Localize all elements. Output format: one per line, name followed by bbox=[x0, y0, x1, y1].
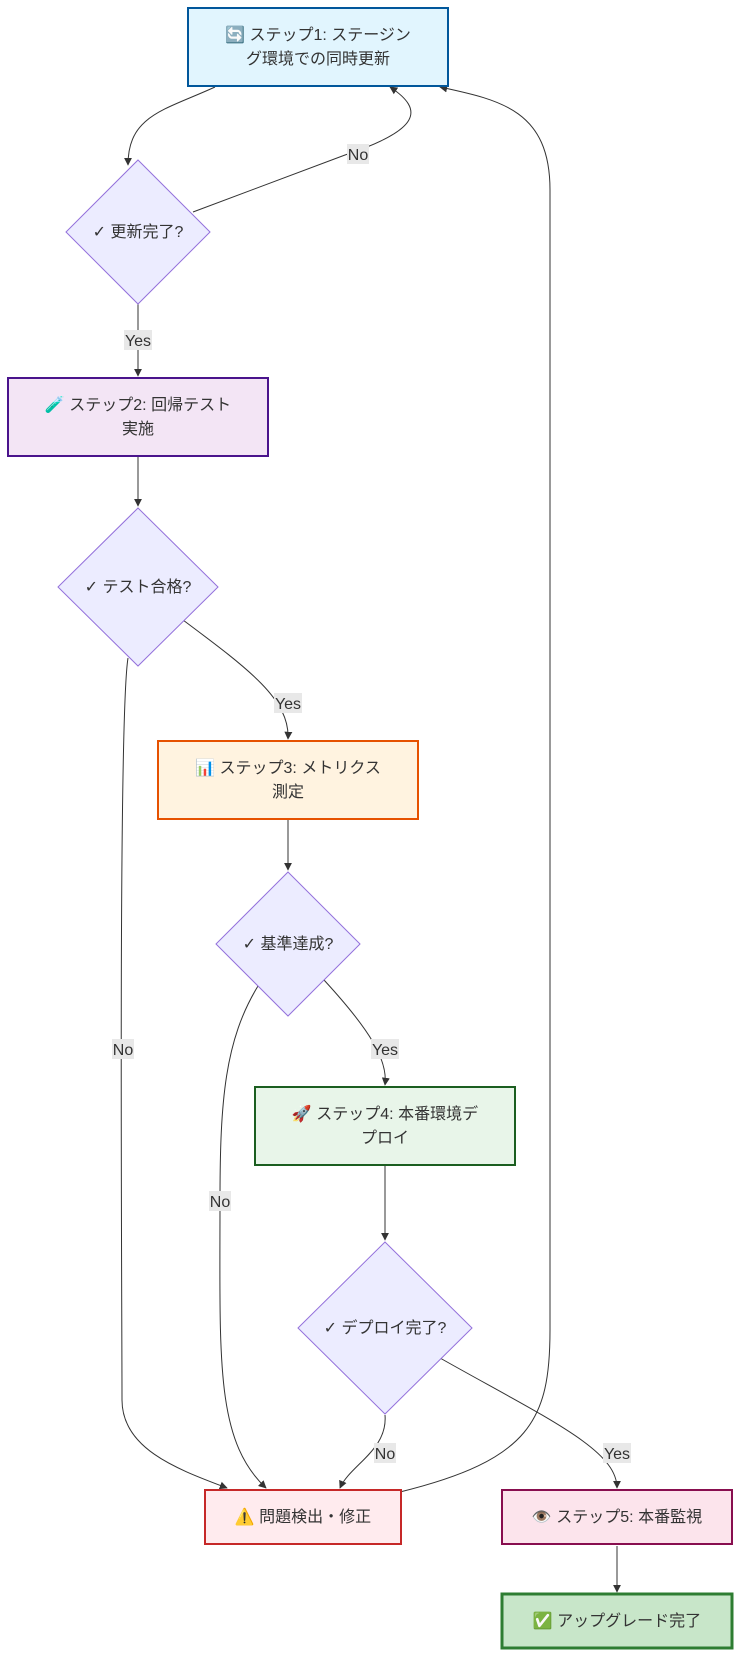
node-step4-label-line2: プロイ bbox=[361, 1129, 409, 1147]
node-step1-box bbox=[188, 8, 448, 86]
svg-text:Yes: Yes bbox=[275, 696, 301, 713]
edge-label-check2-no: No bbox=[112, 1039, 134, 1059]
node-check2-test-passed[interactable]: ✓ テスト合格? bbox=[57, 507, 219, 667]
node-check3-criteria-met[interactable]: ✓ 基準達成? bbox=[215, 871, 361, 1017]
node-check4-deploy-complete[interactable]: ✓ デプロイ完了? bbox=[297, 1241, 473, 1415]
node-check4-label: ✓ デプロイ完了? bbox=[324, 1318, 447, 1337]
edge-check2-fix-no bbox=[120, 657, 228, 1490]
node-step4-production-deploy[interactable]: 🚀 ステップ4: 本番環境デ プロイ bbox=[254, 1086, 516, 1166]
svg-text:No: No bbox=[113, 1042, 134, 1059]
edges bbox=[120, 84, 621, 1593]
svg-text:Yes: Yes bbox=[372, 1042, 398, 1059]
node-step1-label-line1: 🔄 ステップ1: ステージン bbox=[225, 25, 411, 44]
node-step4-label-line1: 🚀 ステップ4: 本番環境デ bbox=[292, 1104, 478, 1123]
nodes: 🔄 ステップ1: ステージン グ環境での同時更新 ✓ 更新完了? 🧪 ステップ2… bbox=[7, 7, 734, 1650]
node-step2-regression-test[interactable]: 🧪 ステップ2: 回帰テスト 実施 bbox=[7, 377, 269, 457]
node-step5-label: 👁️ ステップ5: 本番監視 bbox=[532, 1508, 702, 1526]
node-check2-label: ✓ テスト合格? bbox=[85, 578, 192, 596]
node-step2-label-line2: 実施 bbox=[122, 420, 154, 438]
edge-check3-fix-no bbox=[219, 985, 267, 1489]
node-check1-update-complete[interactable]: ✓ 更新完了? bbox=[65, 159, 211, 305]
node-step3-metrics[interactable]: 📊 ステップ3: メトリクス 測定 bbox=[157, 740, 419, 820]
edge-label-check1-yes: Yes bbox=[124, 330, 152, 350]
edge-label-check3-yes: Yes bbox=[371, 1039, 399, 1059]
node-step5-monitoring[interactable]: 👁️ ステップ5: 本番監視 bbox=[501, 1489, 733, 1545]
edge-step1-check1 bbox=[124, 86, 216, 166]
edge-check3-step4-yes bbox=[323, 979, 390, 1086]
edge-label-check1-no: No bbox=[347, 144, 369, 164]
node-step3-label-line2: 測定 bbox=[272, 783, 304, 801]
svg-text:Yes: Yes bbox=[604, 1446, 630, 1463]
edge-fix-step1-loop bbox=[399, 84, 551, 1493]
node-step3-label-line1: 📊 ステップ3: メトリクス bbox=[195, 758, 381, 777]
edge-label-check4-yes: Yes bbox=[603, 1443, 631, 1463]
node-done-label: ✅ アップグレード完了 bbox=[533, 1611, 701, 1630]
node-step1-staging-update[interactable]: 🔄 ステップ1: ステージン グ環境での同時更新 bbox=[187, 7, 449, 87]
svg-text:Yes: Yes bbox=[125, 333, 151, 350]
node-fix-label: ⚠️ 問題検出・修正 bbox=[235, 1507, 371, 1526]
node-step2-label-line1: 🧪 ステップ2: 回帰テスト bbox=[45, 396, 231, 414]
edge-check1-step1-no bbox=[192, 86, 412, 213]
svg-text:No: No bbox=[210, 1194, 231, 1211]
edge-labels: No Yes Yes No Yes No No Yes bbox=[112, 144, 631, 1463]
edge-check4-step5-yes bbox=[439, 1357, 621, 1489]
node-upgrade-complete[interactable]: ✅ アップグレード完了 bbox=[500, 1592, 734, 1650]
edge-label-check3-no: No bbox=[209, 1191, 231, 1211]
edge-label-check2-yes: Yes bbox=[274, 693, 302, 713]
svg-text:No: No bbox=[375, 1446, 396, 1463]
node-check3-label: ✓ 基準達成? bbox=[243, 935, 334, 953]
svg-text:No: No bbox=[348, 147, 369, 164]
node-fix-issue[interactable]: ⚠️ 問題検出・修正 bbox=[204, 1489, 402, 1545]
edge-label-check4-no: No bbox=[374, 1443, 396, 1463]
edge-check2-step3-yes bbox=[182, 619, 293, 740]
node-check1-label: ✓ 更新完了? bbox=[93, 223, 184, 241]
node-step1-label-line2: グ環境での同時更新 bbox=[246, 49, 390, 68]
edge-check4-fix-no bbox=[339, 1414, 386, 1489]
